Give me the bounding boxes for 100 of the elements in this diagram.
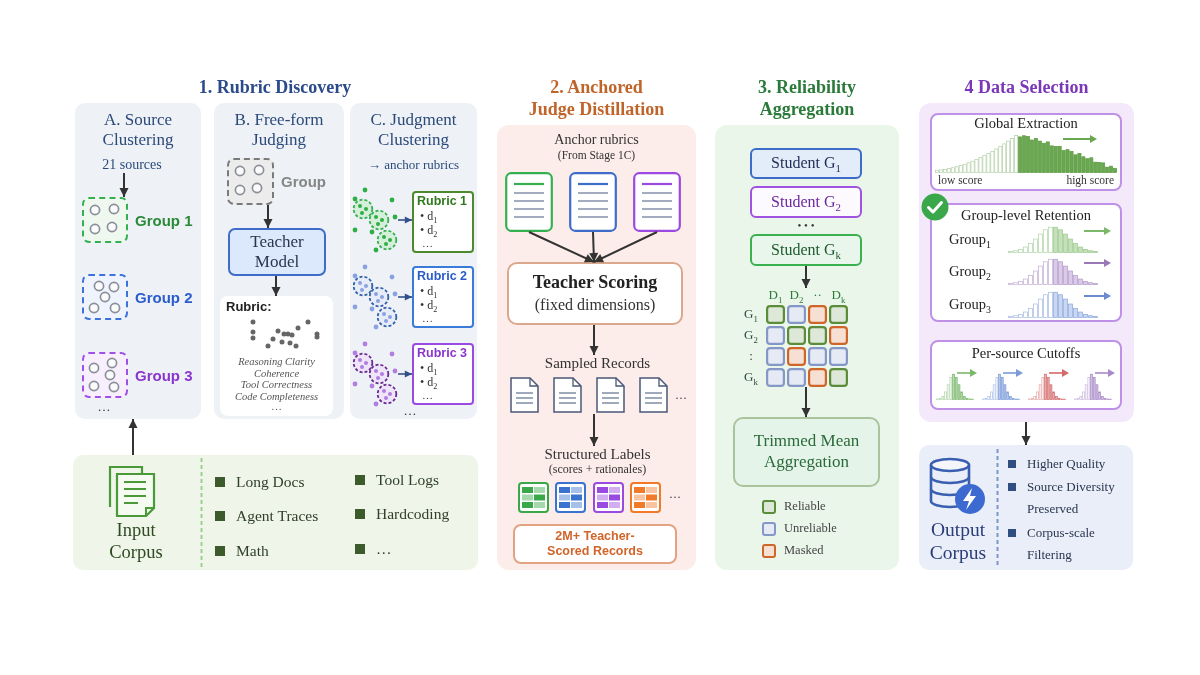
- arrow: [397, 370, 413, 378]
- result-box: [513, 524, 677, 564]
- ellipsis: …: [422, 389, 434, 402]
- arrow: [801, 386, 811, 418]
- axis-label: D$_{k}$: [831, 288, 846, 303]
- arrow: [528, 231, 595, 263]
- card-title: Rubric 2: [417, 269, 468, 284]
- rubric-card: [412, 191, 474, 253]
- arrow: [593, 231, 658, 263]
- panel-subtitle: (scores + rationales): [548, 463, 647, 477]
- rubric-card: [412, 266, 474, 328]
- list-item: • d$_{2}$: [420, 376, 439, 390]
- axis-label: ··: [812, 288, 823, 303]
- panel-title: B. Free-form Judging: [234, 110, 324, 151]
- list-item: Corpus-scale Filtering: [1027, 524, 1096, 564]
- card-title: Group-level Retention: [960, 207, 1092, 224]
- ellipsis: …: [675, 389, 688, 403]
- filter-card: [930, 340, 1122, 410]
- list-item: • d$_{1}$: [420, 210, 439, 224]
- box-label: Student G$_{1}$: [770, 154, 842, 173]
- process-box: [733, 417, 880, 487]
- list-item: • d$_{2}$: [420, 224, 439, 238]
- section-panel: [350, 103, 477, 419]
- box-label: 2M+ Teacher-Scored Records: [546, 529, 644, 559]
- legend-label: Reliable: [784, 499, 827, 514]
- group-label: Group$_{2}$: [949, 263, 992, 280]
- list-item: Agent Traces: [236, 507, 320, 525]
- rubric-item: Tool Correctness: [240, 379, 313, 390]
- section-title: 1. Rubric Discovery: [198, 77, 352, 98]
- group-label: Group 2: [135, 289, 194, 307]
- source-count: 21 sources: [101, 157, 163, 174]
- box-label: Teacher Scoring: [532, 272, 658, 293]
- cluster-drawing: [352, 264, 398, 330]
- axis-label: :: [748, 349, 754, 364]
- arrow: [119, 172, 129, 198]
- panel-title: Input Corpus: [108, 519, 164, 564]
- arrow: [263, 204, 273, 229]
- arrow: [1021, 421, 1031, 446]
- arrow: [397, 293, 413, 301]
- box-label: Student G$_{k}$: [770, 240, 842, 259]
- rubric-item: Coherence: [253, 367, 300, 379]
- card-title: Per-source Cutoffs: [971, 345, 1081, 362]
- rubric-item: Reasoning Clarity: [237, 356, 316, 367]
- card-title: Rubric 3: [417, 346, 468, 361]
- ellipsis: …: [422, 312, 434, 325]
- arrow: [801, 265, 811, 289]
- section-panel: [73, 455, 478, 570]
- document-icon: [633, 172, 681, 232]
- section-panel: [214, 103, 344, 419]
- axis-label: G$_{k}$: [743, 370, 759, 385]
- rubric-item: Code Completeness: [234, 390, 319, 402]
- document-icon: [569, 172, 617, 232]
- box-label: Trimmed Mean Aggregation: [753, 430, 860, 473]
- arrow: [271, 275, 281, 297]
- box-label: (fixed dimensions): [534, 296, 656, 315]
- stage-title: 4 Data Selection: [964, 77, 1089, 98]
- group-label: Group 1: [135, 212, 194, 230]
- legend-label: Unreliable: [784, 521, 838, 536]
- ellipsis: …: [422, 237, 434, 250]
- list-item: …: [376, 540, 393, 558]
- arrow: [589, 324, 599, 356]
- list-item: Source Diversity Preserved: [1027, 478, 1116, 518]
- document-icon: [505, 172, 553, 232]
- axis-label: high score: [1065, 174, 1114, 188]
- group-heading: Structured Labels: [543, 446, 652, 464]
- list-item: Math: [236, 542, 270, 560]
- panel-title: A. Source Clustering: [102, 110, 174, 151]
- cluster-box: [227, 158, 274, 205]
- stage-title: 2. Anchored Judge Distillation: [528, 77, 665, 121]
- filter-card: [930, 203, 1122, 322]
- stage-title: 3. Reliability Aggregation: [757, 77, 857, 121]
- model-box: [750, 234, 862, 266]
- panel-subtitle: → anchor rubrics: [367, 158, 460, 173]
- list-item: Hardcoding: [376, 505, 451, 523]
- model-box: [750, 186, 862, 218]
- process-box: [507, 262, 683, 325]
- section-panel: [75, 103, 201, 419]
- axis-label: G$_{1}$: [743, 307, 759, 322]
- ellipsis: …: [669, 488, 682, 502]
- group-label: Group 3: [135, 367, 194, 385]
- arrow: [397, 216, 413, 224]
- box-label: Student G$_{2}$: [770, 192, 842, 211]
- list-item: • d$_{1}$: [420, 285, 439, 299]
- box-label: Teacher Model: [249, 232, 305, 273]
- list-item: Tool Logs: [376, 471, 441, 489]
- group-label: Group$_{1}$: [949, 231, 992, 248]
- panel-title: Output Corpus: [929, 518, 987, 564]
- cluster-drawing: [352, 187, 398, 253]
- legend-label: Masked: [784, 543, 825, 558]
- rubric-card: [412, 343, 474, 405]
- arrow: [128, 418, 138, 456]
- ellipsis: …: [403, 404, 417, 419]
- card-title: Global Extraction: [973, 115, 1079, 132]
- model-box: [750, 148, 862, 179]
- list-item: • d$_{1}$: [420, 362, 439, 376]
- ellipsis: • • •: [796, 219, 816, 232]
- list-item: • d$_{2}$: [420, 299, 439, 313]
- arrow: [589, 231, 599, 263]
- axis-label: low score: [938, 174, 984, 188]
- panel-title: C. Judgment Clustering: [370, 110, 457, 151]
